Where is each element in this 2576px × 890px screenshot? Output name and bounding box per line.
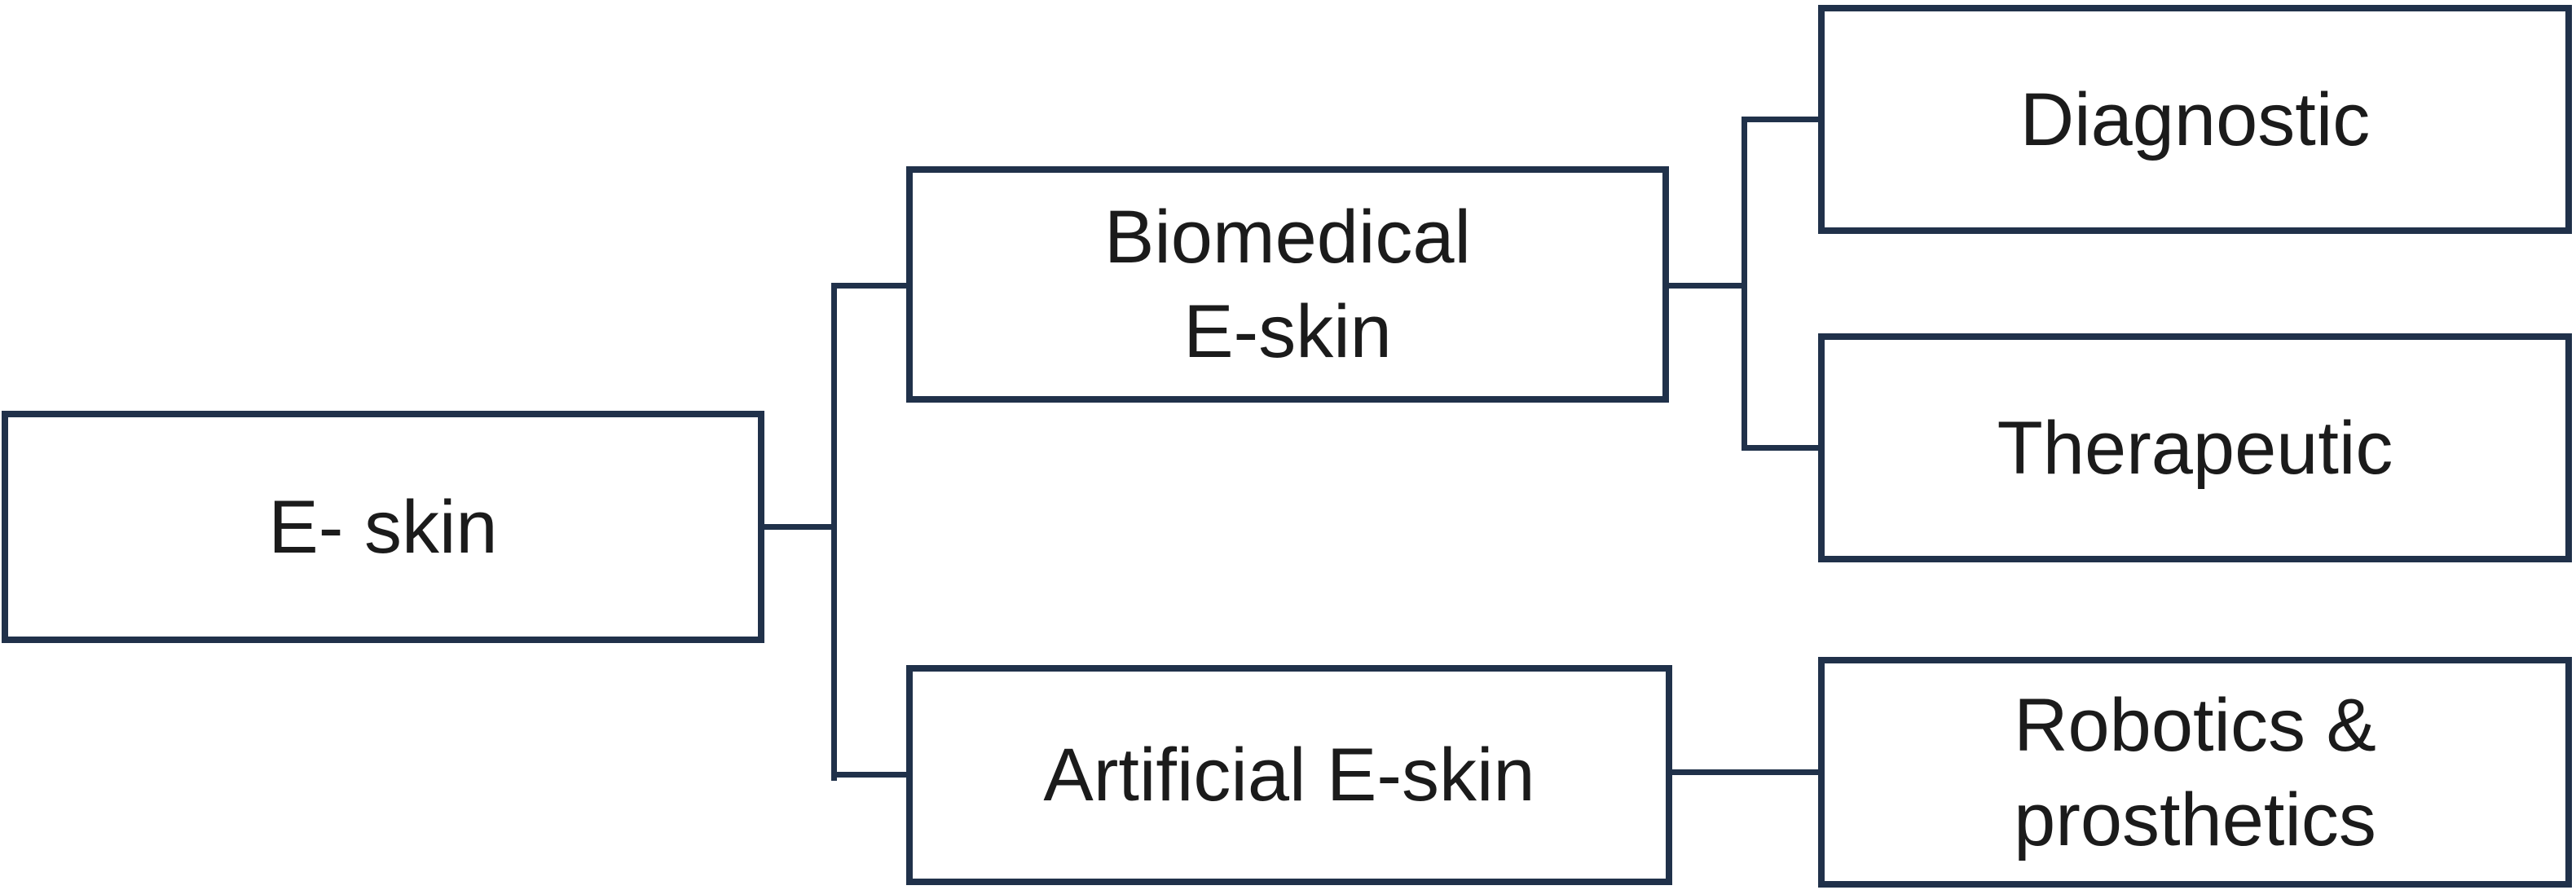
connector-to-therapeutic bbox=[1742, 445, 1818, 451]
node-diagnostic: Diagnostic bbox=[1818, 5, 2572, 234]
node-diagnostic-label: Diagnostic bbox=[2019, 77, 2371, 161]
node-e-skin: E- skin bbox=[2, 411, 764, 643]
node-robotics-prosthetics: Robotics & prosthetics bbox=[1818, 657, 2572, 888]
node-robotics-prosthetics-label-line1: Robotics & bbox=[2014, 683, 2376, 767]
node-robotics-prosthetics-label-line2: prosthetics bbox=[2014, 778, 2376, 861]
connector-to-robotics-prosthetics bbox=[1672, 769, 1818, 775]
node-therapeutic-label: Therapeutic bbox=[1997, 406, 2393, 490]
connector-e-skin-stub bbox=[764, 524, 837, 530]
node-e-skin-label: E- skin bbox=[268, 485, 498, 569]
node-therapeutic: Therapeutic bbox=[1818, 333, 2572, 562]
connector-right-trunk bbox=[1742, 117, 1747, 451]
node-biomedical-e-skin-label-line1: Biomedical bbox=[1104, 196, 1471, 279]
connector-to-artificial-e-skin bbox=[831, 772, 906, 778]
connector-biomedical-stub bbox=[1669, 283, 1744, 289]
connector-to-diagnostic bbox=[1742, 117, 1818, 122]
connector-left-trunk bbox=[831, 283, 837, 781]
node-artificial-e-skin: Artificial E-skin bbox=[906, 665, 1672, 885]
node-biomedical-e-skin: Biomedical E-skin bbox=[906, 166, 1669, 403]
node-biomedical-e-skin-label-line2: E-skin bbox=[1183, 290, 1392, 373]
connector-to-biomedical-e-skin bbox=[831, 283, 906, 289]
node-artificial-e-skin-label: Artificial E-skin bbox=[1043, 734, 1535, 817]
